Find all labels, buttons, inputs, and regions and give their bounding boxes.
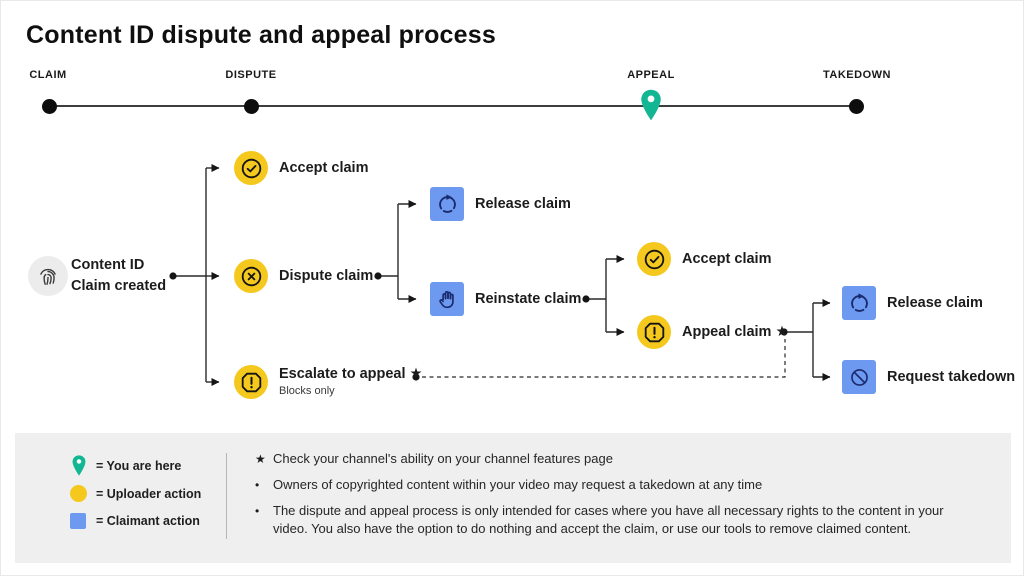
node-sublabel: Blocks only <box>279 385 335 398</box>
node-label: Release claim <box>887 294 983 311</box>
dot-bullet: • <box>255 504 260 519</box>
note-rights: • The dispute and appeal process is only… <box>255 502 970 537</box>
location-pin-icon <box>641 89 661 121</box>
node-reinstate-claim: Reinstate claim <box>430 282 581 316</box>
block-icon <box>842 360 876 394</box>
refresh-icon <box>842 286 876 320</box>
legend-label: = You are here <box>96 458 182 473</box>
note-text: Check your channel's ability on your cha… <box>273 451 613 466</box>
node-label: Escalate to appeal ★ Blocks only <box>279 366 423 398</box>
note-text: The dispute and appeal process is only i… <box>273 503 944 536</box>
note-takedown: • Owners of copyrighted content within y… <box>255 476 970 494</box>
node-label: Request takedown <box>887 368 1016 385</box>
timeline-stage-takedown: TAKEDOWN <box>823 69 891 81</box>
legend-panel: = You are here = Uploader action = Claim… <box>15 433 1011 563</box>
source-label: Content ID Claim created <box>71 257 167 295</box>
timeline-stage-appeal: APPEAL <box>627 69 675 81</box>
alert-octagon-icon <box>637 315 671 349</box>
yellow-circle-swatch <box>70 485 87 502</box>
timeline-stage-claim: CLAIM <box>29 69 67 81</box>
node-label: Reinstate claim <box>475 290 582 307</box>
notes-list: ★ Check your channel's ability on your c… <box>255 450 970 546</box>
star-bullet: ★ <box>255 452 266 466</box>
node-label: Accept claim <box>279 159 369 176</box>
node-escalate-to-appeal: Escalate to appeal ★ Blocks only <box>234 365 423 399</box>
check-circle-icon <box>637 242 671 276</box>
page-title: Content ID dispute and appeal process <box>26 21 496 49</box>
legend-label: = Uploader action <box>96 486 202 501</box>
location-pin-icon <box>72 455 86 476</box>
node-appeal-claim: Appeal claim ★ <box>637 315 788 349</box>
panel-divider <box>226 453 227 539</box>
node-label: Dispute claim <box>279 267 374 284</box>
note-text: Owners of copyrighted content within you… <box>273 477 763 493</box>
node-dispute-claim: Dispute claim <box>234 259 373 293</box>
node-release-claim-2: Release claim <box>842 286 983 320</box>
node-release-claim-1: Release claim <box>430 187 571 221</box>
timeline-line <box>49 105 858 107</box>
node-accept-claim-1: Accept claim <box>234 151 368 185</box>
timeline-dot-claim <box>42 99 57 114</box>
legend-item-uploader-action: = Uploader action <box>70 485 201 502</box>
timeline-stage-dispute: DISPUTE <box>225 69 277 81</box>
legend-item-claimant-action: = Claimant action <box>70 513 200 529</box>
legend-item-you-are-here: = You are here <box>70 454 181 477</box>
dot-bullet: • <box>255 478 260 493</box>
node-request-takedown: Request takedown <box>842 360 1015 394</box>
fingerprint-icon <box>28 256 68 296</box>
x-circle-icon <box>234 259 268 293</box>
legend-label: = Claimant action <box>96 514 200 528</box>
hand-icon <box>430 282 464 316</box>
note-star: ★ Check your channel's ability on your c… <box>255 450 970 468</box>
timeline-dot-dispute <box>244 99 259 114</box>
blue-square-swatch <box>70 513 86 529</box>
timeline-dot-takedown <box>849 99 864 114</box>
node-label: Appeal claim ★ <box>682 323 789 340</box>
node-label: Release claim <box>475 195 571 212</box>
refresh-icon <box>430 187 464 221</box>
node-label: Accept claim <box>682 250 772 267</box>
alert-octagon-icon <box>234 365 268 399</box>
node-accept-claim-2: Accept claim <box>637 242 771 276</box>
check-circle-icon <box>234 151 268 185</box>
